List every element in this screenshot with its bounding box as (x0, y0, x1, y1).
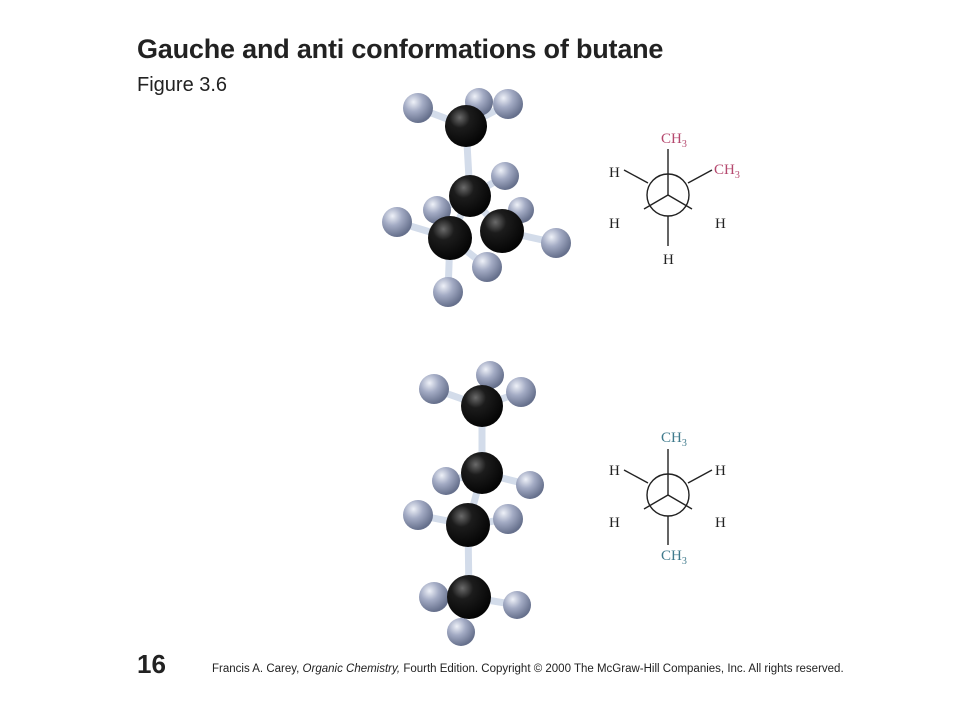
hydrogen-atom (447, 618, 475, 646)
page-number: 16 (137, 649, 166, 679)
carbon-atom (480, 209, 524, 253)
hydrogen-atom (419, 582, 449, 612)
carbon-atom (447, 575, 491, 619)
carbon-atom (449, 175, 491, 217)
hydrogen-atom (503, 591, 531, 619)
figure-label: Figure 3.6 (137, 74, 228, 96)
credit-author: Francis A. Carey, (212, 663, 300, 675)
credit-book-title: Organic Chemistry, (302, 663, 401, 675)
carbon-atom (461, 452, 503, 494)
carbon-atom (461, 385, 503, 427)
newman-label: CH3 (714, 162, 740, 181)
copyright-credit: Francis A. Carey, Organic Chemistry, Fou… (212, 663, 844, 675)
slide-title: Gauche and anti conformations of butane (137, 34, 664, 64)
carbon-atom (445, 105, 487, 147)
credit-copyright: Fourth Edition. Copyright © 2000 The McG… (403, 663, 844, 675)
newman-label: CH3 (661, 430, 687, 449)
carbon-atom (446, 503, 490, 547)
hydrogen-atom (541, 228, 571, 258)
newman-label: H (715, 463, 726, 479)
anti-ball-and-stick-model (403, 361, 544, 646)
hydrogen-atom (403, 93, 433, 123)
hydrogen-atom (403, 500, 433, 530)
hydrogen-atom (419, 374, 449, 404)
newman-label: H (715, 216, 726, 232)
carbon-atom (428, 216, 472, 260)
newman-label: H (609, 463, 620, 479)
hydrogen-atom (516, 471, 544, 499)
gauche-newman-projection: CH3 CH3 H H H H (609, 131, 740, 268)
hydrogen-atom (433, 277, 463, 307)
newman-label: H (609, 216, 620, 232)
hydrogen-atom (493, 504, 523, 534)
hydrogen-atom (491, 162, 519, 190)
anti-newman-projection: CH3 H H H H CH3 (609, 430, 726, 567)
hydrogen-atom (506, 377, 536, 407)
hydrogen-atom (493, 89, 523, 119)
hydrogen-atom (476, 361, 504, 389)
hydrogen-atom (472, 252, 502, 282)
newman-label: H (609, 165, 620, 181)
gauche-ball-and-stick-model (382, 88, 571, 307)
newman-label: H (663, 252, 674, 268)
newman-label: CH3 (661, 548, 687, 567)
newman-label: H (609, 515, 620, 531)
newman-label: H (715, 515, 726, 531)
hydrogen-atom (382, 207, 412, 237)
newman-label: CH3 (661, 131, 687, 150)
hydrogen-atom (432, 467, 460, 495)
